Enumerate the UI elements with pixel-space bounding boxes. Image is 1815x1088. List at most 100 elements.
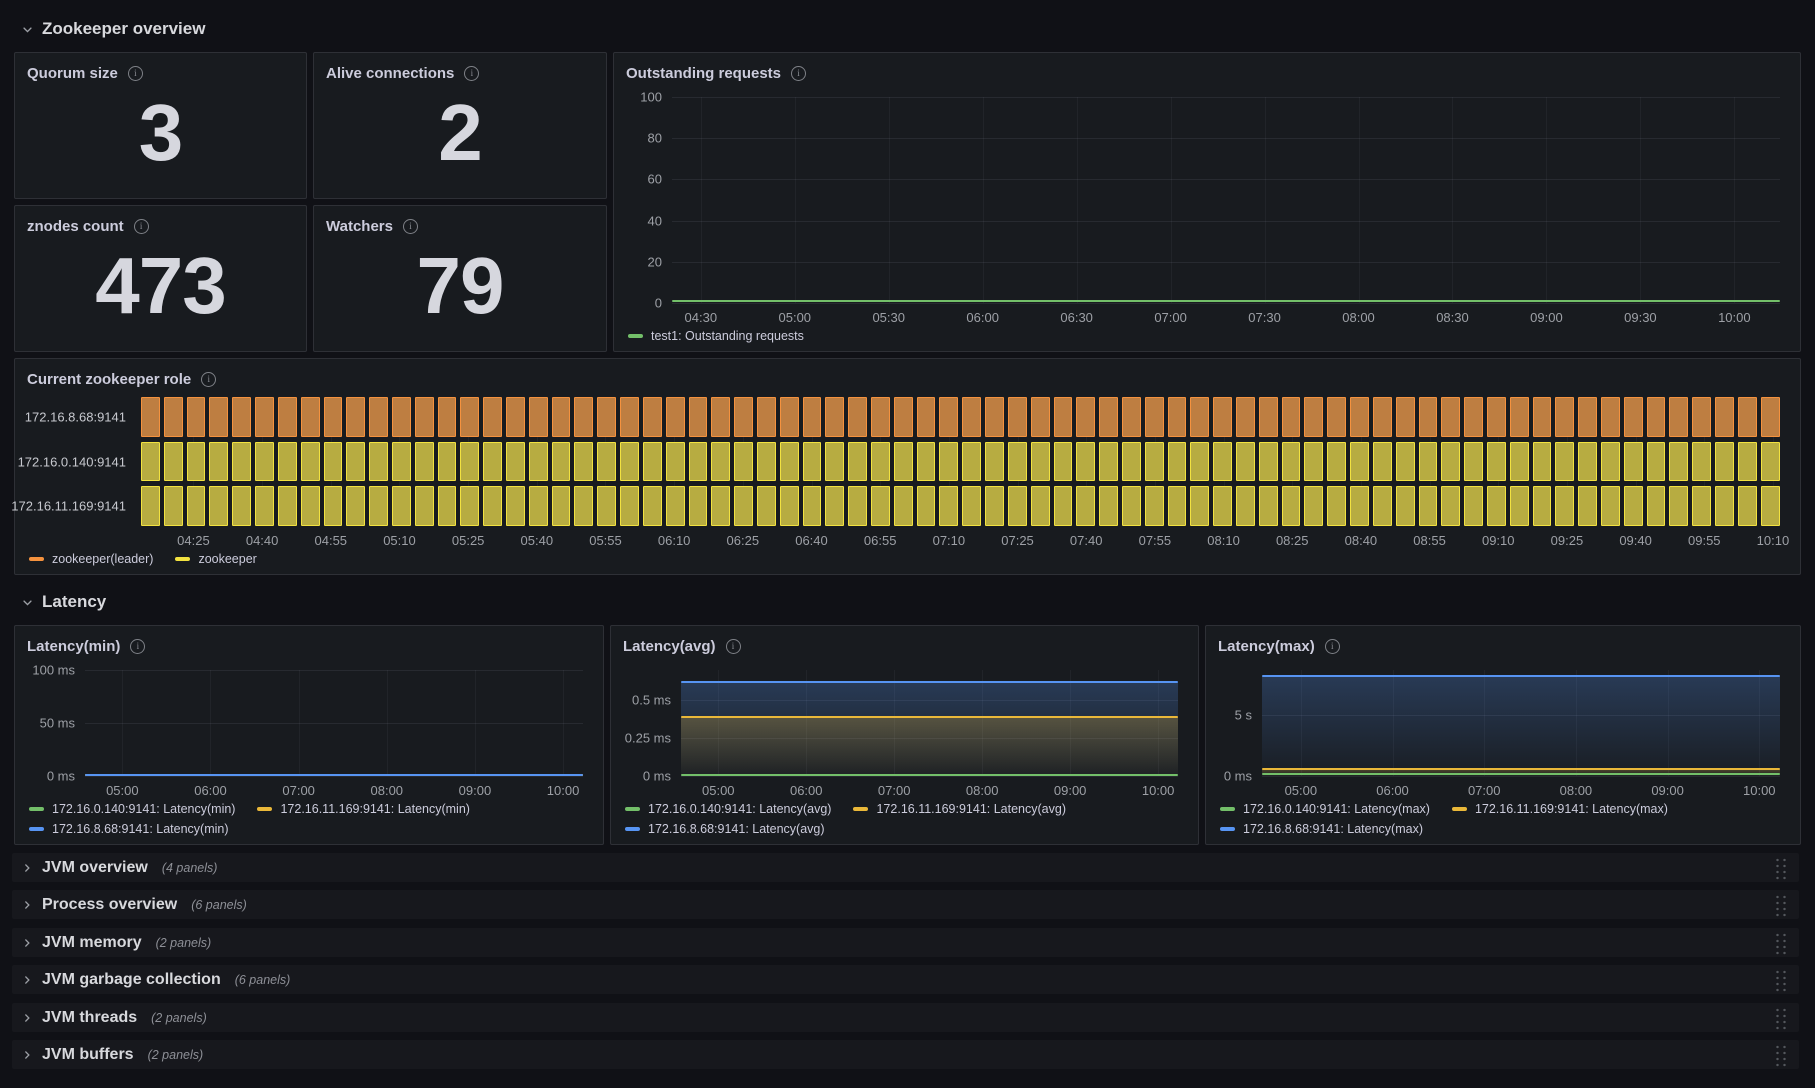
state-segment[interactable] xyxy=(1395,397,1415,437)
state-segment[interactable] xyxy=(1007,486,1027,527)
state-segment[interactable] xyxy=(642,397,662,437)
state-segment[interactable] xyxy=(277,486,297,527)
state-segment[interactable] xyxy=(779,397,799,437)
panel-title[interactable]: znodes count xyxy=(27,217,124,235)
state-segment[interactable] xyxy=(848,397,867,437)
state-segment[interactable] xyxy=(1053,486,1073,527)
state-segment[interactable] xyxy=(141,486,160,527)
state-segment[interactable] xyxy=(688,441,708,482)
state-segment[interactable] xyxy=(551,441,571,482)
drag-handle-icon[interactable] xyxy=(1773,855,1787,880)
state-segment[interactable] xyxy=(1350,441,1369,482)
panel-title[interactable]: Outstanding requests xyxy=(626,64,782,82)
state-segment[interactable] xyxy=(1509,397,1529,437)
state-segment[interactable] xyxy=(1578,486,1597,527)
state-segment[interactable] xyxy=(1532,486,1552,527)
state-segment[interactable] xyxy=(346,397,366,437)
state-segment[interactable] xyxy=(779,441,799,482)
state-segment[interactable] xyxy=(756,486,776,527)
state-segment[interactable] xyxy=(1737,441,1757,482)
state-segment[interactable] xyxy=(825,397,845,437)
state-segment[interactable] xyxy=(1464,441,1483,482)
state-segment[interactable] xyxy=(255,441,274,482)
state-bars[interactable] xyxy=(141,486,1780,527)
state-segment[interactable] xyxy=(1532,441,1552,482)
state-segment[interactable] xyxy=(323,486,343,527)
state-segment[interactable] xyxy=(163,441,183,482)
state-segment[interactable] xyxy=(437,397,457,437)
state-segment[interactable] xyxy=(1327,486,1347,527)
row-jvm-buffers[interactable]: JVM buffers (2 panels) xyxy=(12,1040,1799,1069)
state-segment[interactable] xyxy=(551,486,571,527)
state-segment[interactable] xyxy=(1007,441,1027,482)
state-segment[interactable] xyxy=(1418,486,1438,527)
state-segment[interactable] xyxy=(1578,397,1597,437)
state-segment[interactable] xyxy=(483,441,502,482)
state-segment[interactable] xyxy=(939,397,959,437)
drag-handle-icon[interactable] xyxy=(1773,1042,1787,1067)
state-segment[interactable] xyxy=(756,441,776,482)
state-segment[interactable] xyxy=(1121,441,1141,482)
state-segment[interactable] xyxy=(1555,441,1575,482)
state-segment[interactable] xyxy=(437,486,457,527)
state-segment[interactable] xyxy=(1099,397,1118,437)
info-icon[interactable] xyxy=(725,638,741,654)
state-segment[interactable] xyxy=(1464,397,1483,437)
state-segment[interactable] xyxy=(1030,397,1050,437)
state-segment[interactable] xyxy=(848,441,867,482)
panel-title[interactable]: Watchers xyxy=(326,217,393,235)
state-segment[interactable] xyxy=(1486,441,1506,482)
state-segment[interactable] xyxy=(186,441,206,482)
state-segment[interactable] xyxy=(1327,397,1347,437)
state-segment[interactable] xyxy=(232,441,252,482)
state-segment[interactable] xyxy=(893,486,913,527)
state-segment[interactable] xyxy=(1304,486,1324,527)
state-segment[interactable] xyxy=(1007,397,1027,437)
state-segment[interactable] xyxy=(1441,441,1461,482)
state-segment[interactable] xyxy=(1441,397,1461,437)
state-segment[interactable] xyxy=(1213,486,1232,527)
state-segment[interactable] xyxy=(1715,397,1734,437)
state-segment[interactable] xyxy=(1053,441,1073,482)
state-segment[interactable] xyxy=(642,486,662,527)
state-segment[interactable] xyxy=(1190,486,1210,527)
state-segment[interactable] xyxy=(369,486,388,527)
info-icon[interactable] xyxy=(464,65,480,81)
state-segment[interactable] xyxy=(574,486,594,527)
state-segment[interactable] xyxy=(620,397,639,437)
state-segment[interactable] xyxy=(1669,397,1689,437)
state-segment[interactable] xyxy=(346,441,366,482)
state-segment[interactable] xyxy=(300,486,320,527)
state-segment[interactable] xyxy=(1099,441,1118,482)
state-segment[interactable] xyxy=(916,397,936,437)
state-segment[interactable] xyxy=(414,486,434,527)
row-jvm-garbage-collection[interactable]: JVM garbage collection (6 panels) xyxy=(12,965,1799,994)
state-segment[interactable] xyxy=(825,486,845,527)
state-segment[interactable] xyxy=(232,486,252,527)
state-segment[interactable] xyxy=(939,441,959,482)
state-segment[interactable] xyxy=(1144,486,1164,527)
state-segment[interactable] xyxy=(1236,397,1255,437)
state-segment[interactable] xyxy=(642,441,662,482)
state-segment[interactable] xyxy=(141,441,160,482)
state-segment[interactable] xyxy=(962,486,982,527)
info-icon[interactable] xyxy=(130,638,146,654)
legend-item[interactable]: test1: Outstanding requests xyxy=(628,329,804,343)
state-segment[interactable] xyxy=(506,397,525,437)
state-segment[interactable] xyxy=(1030,441,1050,482)
state-segment[interactable] xyxy=(871,397,890,437)
state-segment[interactable] xyxy=(506,486,525,527)
drag-handle-icon[interactable] xyxy=(1773,892,1787,917)
state-segment[interactable] xyxy=(1258,486,1278,527)
panel-title[interactable]: Latency(min) xyxy=(27,637,121,655)
state-segment[interactable] xyxy=(734,441,753,482)
state-segment[interactable] xyxy=(802,441,822,482)
state-segment[interactable] xyxy=(734,486,753,527)
state-segment[interactable] xyxy=(1555,397,1575,437)
state-bars[interactable] xyxy=(141,441,1780,482)
state-segment[interactable] xyxy=(1372,486,1392,527)
state-segment[interactable] xyxy=(802,486,822,527)
